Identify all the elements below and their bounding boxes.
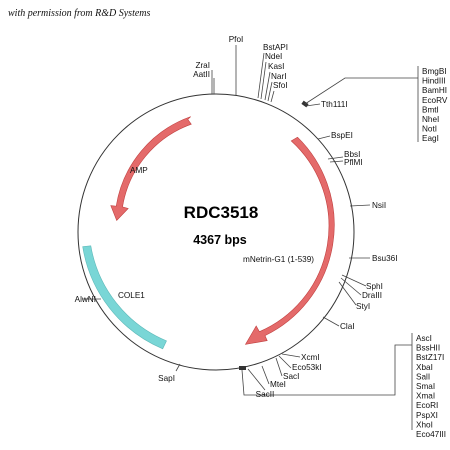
site-labels: PfoI BstAPI NdeI KasI NarI SfoI ZraI Aat… (75, 35, 398, 399)
mcs-bottom-marker (239, 366, 246, 370)
permission-credit: with permission from R&D Systems (8, 8, 151, 19)
site-aatii: AatII (193, 70, 210, 79)
mcs-bottom-site-7: EcoRI (416, 401, 438, 410)
site-xcmi: XcmI (301, 353, 320, 362)
mcs-bottom-site-2: BstZ17I (416, 353, 444, 362)
mcs-bottom-site-6: XmaI (416, 392, 435, 401)
mcs-bottom-site-1: BssHII (416, 344, 440, 353)
backbone-circle (77, 93, 355, 371)
site-nsii: NsiI (372, 201, 386, 210)
site-ndei: NdeI (265, 52, 282, 61)
site-saci: SacI (283, 372, 299, 381)
mcs-bottom-site-4: SalI (416, 372, 430, 381)
cole1-label: COLE1 (118, 291, 145, 300)
mcs-top-site-6: NotI (422, 125, 437, 134)
mcs-bottom-site-5: SmaI (416, 382, 435, 391)
mcs-top-site-7: EagI (422, 134, 439, 143)
site-sacii: SacII (256, 390, 275, 399)
site-bstapi: BstAPI (263, 43, 288, 52)
site-nari: NarI (271, 72, 286, 81)
site-eco53ki: Eco53kI (292, 363, 322, 372)
site-styi: StyI (356, 302, 370, 311)
site-pfoi: PfoI (229, 35, 244, 44)
site-tth111i: Tth111I (321, 100, 348, 109)
mcs-top-site-0: BmgBI (422, 67, 447, 76)
site-sapi: SapI (158, 374, 175, 383)
insert-arrow (244, 136, 335, 345)
mcs-bottom-site-10: Eco47III (416, 430, 446, 439)
mcs-top-site-2: BamHI (422, 86, 447, 95)
site-sfoi: SfoI (273, 81, 288, 90)
site-sphi: SphI (366, 282, 383, 291)
site-ticks (83, 45, 419, 430)
site-draiii: DraIII (362, 291, 382, 300)
mcs-top-site-1: HindIII (422, 77, 446, 86)
amp-label: AMP (130, 166, 148, 175)
mcs-top-site-3: EcoRV (422, 96, 448, 105)
site-pflmi: PflMI (344, 158, 363, 167)
mcs-top-site-5: NheI (422, 115, 439, 124)
site-mtei: MteI (270, 380, 286, 389)
plasmid-size: 4367 bps (193, 233, 247, 247)
site-bsu36i: Bsu36I (372, 254, 398, 263)
site-clai: ClaI (340, 322, 355, 331)
mcs-bottom-site-8: PspXI (416, 411, 438, 420)
mcs-bottom-site-0: AscI (416, 334, 432, 343)
site-kasi: KasI (268, 62, 284, 71)
mcs-bottom-site-9: XhoI (416, 420, 433, 429)
insert-label: mNetrin-G1 (1-539) (243, 255, 314, 264)
mcs-bottom-site-3: XbaI (416, 363, 433, 372)
mcs-top-site-4: BmtI (422, 105, 439, 114)
site-zrai: ZraI (195, 61, 210, 70)
cole1-origin-arc (82, 245, 167, 350)
mcs-bottom-list: AscIBssHIIBstZ17IXbaISalISmaIXmaIEcoRIPs… (416, 334, 446, 439)
site-bbsi: BbsI (344, 150, 360, 159)
plasmid-name: RDC3518 (184, 203, 259, 222)
site-bspei: BspEI (331, 131, 353, 140)
amp-arrow (110, 116, 192, 222)
site-alwni: AlwNI (75, 295, 96, 304)
